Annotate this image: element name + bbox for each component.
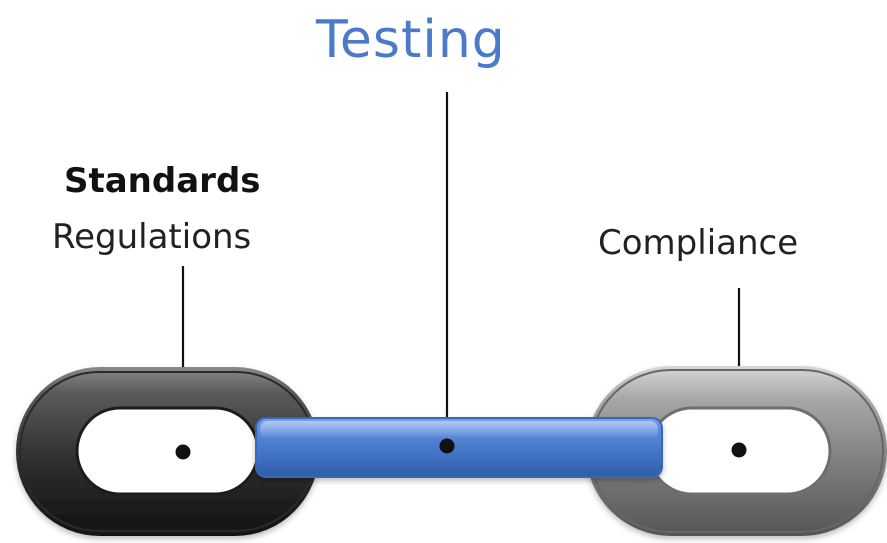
compliance-point: [731, 442, 747, 458]
standards-label: Standards: [64, 161, 261, 201]
regulations-point: [175, 444, 191, 460]
compliance-label: Compliance: [598, 223, 799, 263]
regulations-label: Regulations: [52, 217, 252, 257]
title-label: Testing: [316, 10, 506, 70]
testing-point: [439, 438, 455, 454]
center-bar: [255, 417, 663, 478]
